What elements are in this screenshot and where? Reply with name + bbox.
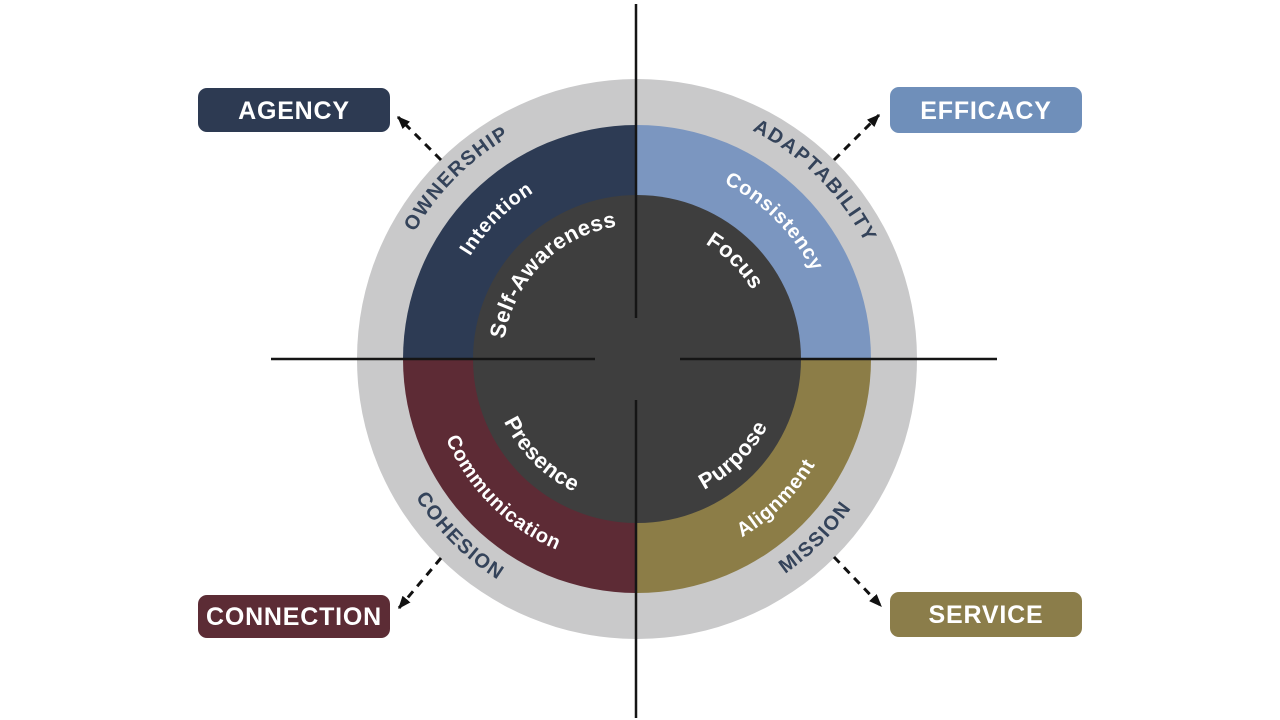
connection-box-label: CONNECTION	[206, 603, 382, 631]
service-box-background	[890, 592, 1082, 637]
connection-box-background	[198, 595, 390, 638]
arrow-to-efficacy-icon	[832, 113, 881, 162]
arrow-to-agency-icon	[396, 115, 443, 162]
inner-circle	[473, 195, 801, 523]
agency-box-background	[198, 88, 390, 132]
outcome-box-connection: CONNECTION	[198, 595, 390, 638]
agency-box-label: AGENCY	[238, 97, 350, 125]
efficacy-box-background	[890, 87, 1082, 133]
service-box-label: SERVICE	[929, 601, 1044, 629]
outcome-box-efficacy: EFFICACY	[890, 87, 1082, 133]
outcome-box-agency: AGENCY	[198, 88, 390, 132]
outcome-box-service: SERVICE	[890, 592, 1082, 637]
arrow-to-connection-icon	[397, 557, 443, 609]
efficacy-box-label: EFFICACY	[920, 97, 1051, 125]
arrow-to-service-icon	[832, 555, 883, 608]
